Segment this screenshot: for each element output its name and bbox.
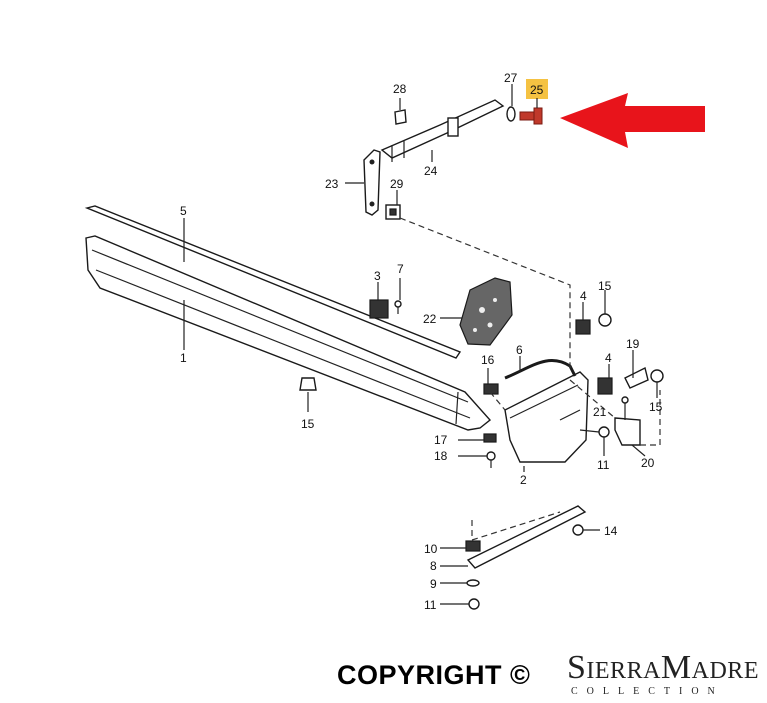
screw-part-21	[621, 396, 629, 420]
strap-part-8	[466, 505, 587, 569]
rocker-panel-part-1	[85, 235, 492, 431]
callout-11b: 11	[424, 598, 437, 612]
screw-part-11-bottom	[468, 598, 480, 610]
callout-1: 1	[180, 351, 187, 365]
bolt-part-25	[519, 107, 543, 125]
callout-10: 10	[424, 542, 438, 556]
leader-lines	[183, 84, 661, 605]
screw-part-7	[394, 300, 402, 314]
callout-8: 8	[430, 559, 437, 573]
red-arrow-icon	[560, 93, 705, 148]
callout-22: 22	[423, 312, 437, 326]
callout-17: 17	[434, 433, 448, 447]
clip-part-17	[483, 433, 497, 443]
copyright-notice: COPYRIGHT ©	[337, 660, 531, 690]
rear-trim-part-2	[504, 371, 589, 463]
callout-25: 25	[530, 83, 544, 97]
brand-logo: SierraMadre COLLECTION	[567, 650, 767, 698]
screw-part-18	[486, 451, 496, 468]
seal-cord-part-6	[504, 359, 577, 380]
callout-9: 9	[430, 577, 437, 591]
callout-5: 5	[180, 204, 187, 218]
grommet-part-4-lower	[597, 377, 613, 395]
callout-14: 14	[604, 524, 618, 538]
callout-15c: 15	[649, 400, 663, 414]
callout-6: 6	[516, 343, 523, 357]
foam-block-part-22	[459, 277, 513, 346]
brand-name: SierraMadre	[567, 649, 759, 686]
callout-19: 19	[626, 337, 640, 351]
nut-part-15-right-lower	[650, 369, 664, 383]
callout-15b: 15	[598, 279, 612, 293]
callout-4a: 4	[580, 289, 587, 303]
bolt-part-14	[572, 524, 584, 536]
callout-23: 23	[325, 177, 339, 191]
callout-4b: 4	[605, 351, 612, 365]
grommet-part-4-upper	[575, 319, 591, 335]
nut-part-15-left	[299, 377, 317, 391]
brand-subtitle: COLLECTION	[571, 686, 724, 697]
callout-27: 27	[504, 71, 518, 85]
callout-7: 7	[397, 262, 404, 276]
bracket-part-23	[363, 149, 381, 216]
callout-20: 20	[641, 456, 655, 470]
callout-29: 29	[390, 177, 404, 191]
bracket-part-20	[614, 417, 641, 446]
clip-part-29	[385, 204, 401, 220]
clip-part-28	[394, 109, 407, 125]
callout-2: 2	[520, 473, 527, 487]
trim-strip-part-5	[84, 205, 462, 359]
nut-part-15-right-upper	[598, 313, 612, 327]
callout-28: 28	[393, 82, 407, 96]
callout-24: 24	[424, 164, 438, 178]
strut-part-24	[380, 99, 505, 162]
callout-21: 21	[593, 405, 607, 419]
callout-3: 3	[374, 269, 381, 283]
washer-part-27	[506, 106, 516, 122]
screw-part-11-right	[579, 426, 610, 438]
callout-16: 16	[481, 353, 495, 367]
bracket-part-19	[624, 366, 649, 389]
washer-part-9	[466, 579, 480, 587]
callout-11a: 11	[597, 458, 610, 472]
callout-15a: 15	[301, 417, 315, 431]
part-number-labels: 28 27 25 24 23 29 5 3 7 22 1 4 15 6 16 4…	[180, 71, 663, 612]
clip-part-10	[465, 540, 481, 552]
highlight-box	[526, 79, 548, 99]
callout-18: 18	[434, 449, 448, 463]
grommet-part-3	[369, 299, 389, 319]
